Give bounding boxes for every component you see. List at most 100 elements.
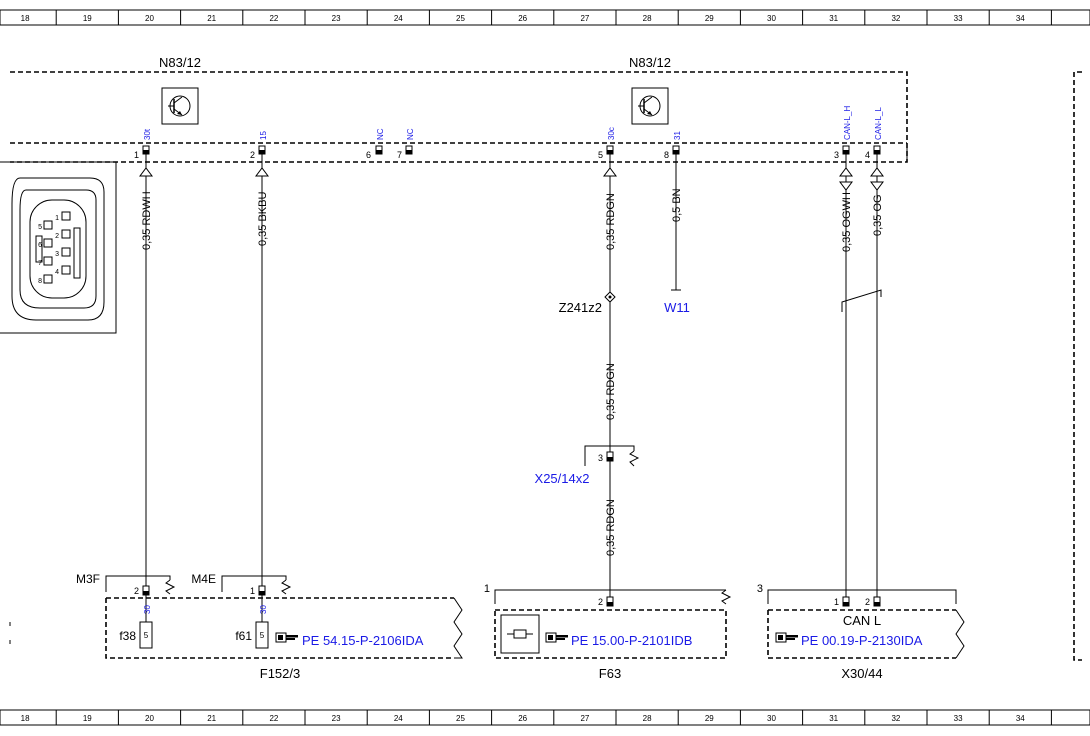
svg-text:M4E: M4E	[191, 572, 216, 586]
svg-text:4: 4	[865, 150, 870, 160]
pointing-hand-icon	[275, 632, 298, 643]
svg-text:1: 1	[134, 150, 139, 160]
connector-pin-label: 3	[55, 251, 59, 258]
ref-link-pe-00-19[interactable]: PE 00.19-P-2130IDA	[775, 632, 923, 648]
grid-label: 27	[580, 714, 589, 723]
svg-text:CAN-L_H: CAN-L_H	[843, 106, 852, 140]
grid-label: 30	[767, 14, 776, 23]
connector-m3f[interactable]: 2 M3F	[76, 572, 176, 596]
grid-label: 32	[891, 714, 900, 723]
svg-text:3: 3	[598, 453, 603, 463]
connector-pin-label: 7	[38, 260, 42, 267]
transistor-icon	[161, 87, 199, 125]
n83-pin-7[interactable]: 7 NC	[397, 128, 415, 160]
wire-og[interactable]: 0,35 OG	[870, 154, 884, 598]
connector-x25-14x2[interactable]: 3 X25/14x2	[535, 445, 640, 486]
svg-text:5: 5	[144, 631, 149, 640]
svg-text:f61: f61	[235, 629, 252, 643]
svg-text:PE 54.15-P-2106IDA: PE 54.15-P-2106IDA	[302, 633, 424, 648]
grid-label: 28	[643, 14, 652, 23]
fuse-f61[interactable]: 5 30 f61	[235, 595, 269, 649]
grid-label: 33	[954, 14, 963, 23]
ref-link-pe-54-15[interactable]: PE 54.15-P-2106IDA	[275, 632, 424, 648]
wire-bkbu[interactable]: 0,35 BKBU	[255, 154, 269, 586]
grid-label: 34	[1016, 14, 1025, 23]
svg-text:30: 30	[143, 605, 152, 614]
grid-label: 27	[580, 14, 589, 23]
svg-text:NC: NC	[406, 128, 415, 140]
resistor-icon	[500, 614, 540, 654]
svg-text:31: 31	[673, 131, 682, 140]
wire-rdgn-2[interactable]: 0,35 RDGN	[605, 302, 617, 452]
n83-pin-2[interactable]: 2 15	[250, 131, 268, 160]
svg-text:15: 15	[259, 131, 268, 140]
svg-text:6: 6	[366, 150, 371, 160]
svg-text:M3F: M3F	[76, 572, 100, 586]
connector-m4e[interactable]: 1 M4E	[191, 572, 292, 596]
grid-label: 31	[829, 14, 838, 23]
svg-text:3: 3	[834, 150, 839, 160]
grid-label: 19	[83, 714, 92, 723]
svg-text:30t: 30t	[143, 128, 152, 140]
ref-link-pe-15-00[interactable]: PE 15.00-P-2101IDB	[545, 632, 692, 648]
fuse-f38[interactable]: 5 30 f38	[119, 595, 153, 649]
svg-text:CAN-L_L: CAN-L_L	[874, 107, 883, 140]
grid-label: 31	[829, 714, 838, 723]
splice-z241z2[interactable]: Z241z2	[559, 291, 616, 315]
fuse-box-f152-3[interactable]: F152/3	[105, 597, 463, 681]
svg-text:1: 1	[834, 597, 839, 607]
wire-rdwh[interactable]: 0,35 RDWH	[139, 154, 153, 586]
svg-text:2: 2	[134, 586, 139, 596]
grid-label: 32	[891, 14, 900, 23]
svg-text:F152/3: F152/3	[260, 666, 300, 681]
n83-pin-8[interactable]: 8 31	[664, 131, 682, 160]
adjacent-component-edge	[1073, 71, 1082, 661]
svg-text:PE 15.00-P-2101IDB: PE 15.00-P-2101IDB	[571, 633, 692, 648]
connector-pin-label: 6	[38, 242, 42, 249]
component-label-n83-right: N83/12	[629, 55, 671, 70]
svg-text:F63: F63	[599, 666, 621, 681]
connector-pinout-view[interactable]: 1 2 3 4 5 6 7 8	[0, 161, 117, 334]
connector-pin-label: 5	[38, 224, 42, 231]
grid-label: 29	[705, 14, 714, 23]
grid-label: 21	[207, 714, 216, 723]
grid-label: 24	[394, 14, 403, 23]
svg-text:30: 30	[259, 605, 268, 614]
grid-label: 29	[705, 714, 714, 723]
component-label-n83-left: N83/12	[159, 55, 201, 70]
svg-text:0,35 RDWH: 0,35 RDWH	[141, 191, 153, 250]
n83-pin-4[interactable]: 4 CAN-L_L	[865, 107, 883, 160]
svg-text:7: 7	[397, 150, 402, 160]
svg-text:8: 8	[664, 150, 669, 160]
svg-text:CAN L: CAN L	[843, 613, 881, 628]
svg-text:0,35 BKBU: 0,35 BKBU	[257, 192, 269, 246]
svg-text:0,35 RDGN: 0,35 RDGN	[605, 193, 617, 250]
n83-control-unit[interactable]	[10, 71, 908, 163]
svg-text:f38: f38	[119, 629, 136, 643]
grid-label: 33	[954, 714, 963, 723]
connector-f63-1[interactable]: 1 2	[484, 583, 732, 607]
wire-bn[interactable]: 0,5 BN W11	[664, 154, 690, 315]
ground-point-w11[interactable]: W11	[664, 300, 690, 315]
transistor-icon	[631, 87, 669, 125]
grid-label: 24	[394, 714, 403, 723]
grid-label: 20	[145, 14, 154, 23]
pointing-hand-icon	[545, 632, 568, 643]
wire-rdgn[interactable]: 0,35 RDGN	[603, 154, 617, 292]
n83-pin-3[interactable]: 3 CAN-L_H	[834, 106, 852, 160]
connector-x30-44[interactable]: 3 1 2	[757, 583, 957, 607]
component-box-x30-44[interactable]: CAN L X30/44	[767, 609, 965, 681]
wire-rdgn-3[interactable]: 0,35 RDGN	[605, 461, 617, 598]
svg-text:PE 00.19-P-2130IDA: PE 00.19-P-2130IDA	[801, 633, 923, 648]
svg-text:5: 5	[598, 150, 603, 160]
svg-text:0,35 RDGN: 0,35 RDGN	[605, 499, 617, 556]
svg-text:0,35 OG: 0,35 OG	[872, 194, 884, 236]
n83-pin-1[interactable]: 1 30t	[134, 128, 152, 160]
wire-ogwh[interactable]: 0,35 OGWH	[839, 154, 853, 598]
n83-pin-6[interactable]: 6 NC	[366, 128, 385, 160]
svg-text:1: 1	[250, 586, 255, 596]
component-box-f63[interactable]: F63	[494, 609, 727, 681]
svg-text:3: 3	[757, 583, 763, 595]
